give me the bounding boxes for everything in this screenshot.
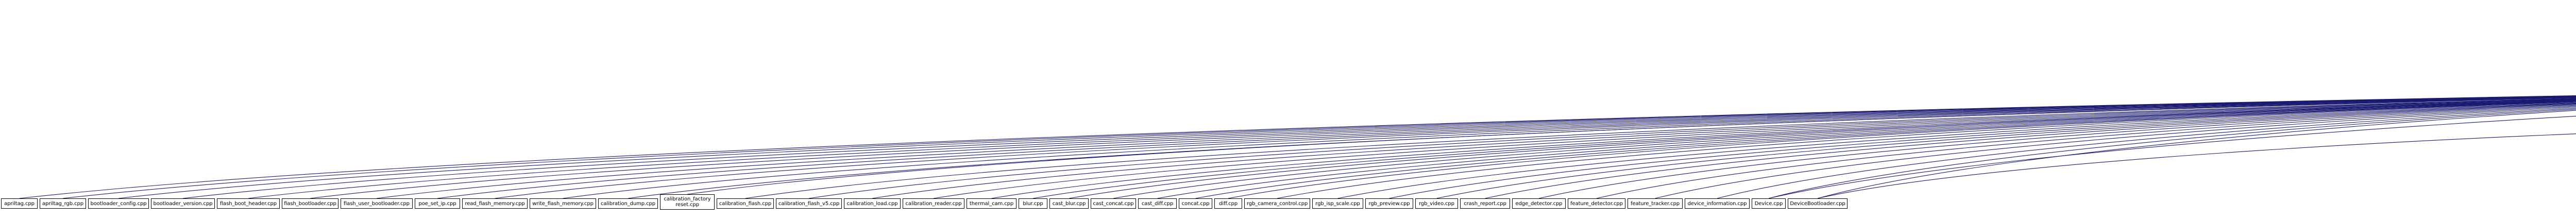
graph-node[interactable]: crash_report.cpp: [1460, 198, 1510, 209]
graph-node[interactable]: cast_blur.cpp: [1049, 198, 1089, 209]
graph-node[interactable]: edge_detector.cpp: [1512, 198, 1566, 209]
graph-edge: [1538, 105, 2576, 199]
graph-edge: [1157, 100, 2576, 199]
graph-node[interactable]: calibration_reader.cpp: [903, 198, 964, 209]
graph-edge: [1717, 108, 2576, 199]
graph-node[interactable]: concat.cpp: [1179, 198, 1212, 209]
graph-node[interactable]: feature_tracker.cpp: [1628, 198, 1683, 209]
graph-node[interactable]: bootloader_version.cpp: [151, 198, 215, 209]
graph-edge: [1389, 103, 2576, 199]
graph-node[interactable]: bootloader_config.cpp: [88, 198, 149, 209]
graph-node[interactable]: calibration_factory reset.cpp: [660, 194, 715, 210]
graph-edge: [310, 96, 2576, 199]
graph-edge: [437, 96, 2576, 199]
graph-node[interactable]: poe_set_ip.cpp: [415, 198, 460, 209]
graph-edge: [1655, 107, 2576, 199]
graph-edge: [376, 96, 2576, 199]
graph-node[interactable]: read_flash_memory.cpp: [462, 198, 528, 209]
graph-edge: [872, 98, 2576, 199]
graph-edge: [1277, 102, 2576, 199]
graph-node[interactable]: blur.cpp: [1019, 198, 1047, 209]
graph-node[interactable]: flash_bootloader.cpp: [282, 198, 338, 209]
graph-edge: [933, 99, 2576, 199]
graph-edge: [991, 99, 2576, 199]
graph-node[interactable]: device_information.cpp: [1685, 198, 1750, 209]
graph-node[interactable]: feature_detector.cpp: [1568, 198, 1625, 209]
graph-node[interactable]: apriltag.cpp: [1, 198, 38, 209]
graph-edge: [1768, 109, 2576, 199]
graph-edge: [1768, 115, 2576, 199]
graph-edge: [1436, 103, 2576, 199]
graph-edge: [495, 97, 2576, 199]
graph-edge: [1817, 133, 2576, 199]
graph-node[interactable]: flash_boot_header.cpp: [217, 198, 280, 209]
graph-edge: [1195, 101, 2576, 199]
graph-edge: [1228, 101, 2576, 199]
graph-node[interactable]: thermal_cam.cpp: [967, 198, 1016, 209]
graph-edge: [182, 96, 2576, 199]
graph-edge: [1113, 100, 2576, 199]
graph-node[interactable]: DeviceBootloader.cpp: [1788, 198, 1848, 209]
graph-edge: [563, 97, 2576, 199]
graph-node[interactable]: diff.cpp: [1214, 198, 1242, 209]
graph-edge: [808, 98, 2576, 199]
graph-node[interactable]: calibration_load.cpp: [844, 198, 901, 209]
graph-edge: [1596, 106, 2576, 199]
graph-edge: [687, 97, 2576, 195]
graph-node[interactable]: calibration_flash_v5.cpp: [776, 198, 842, 209]
graph-node[interactable]: calibration_dump.cpp: [598, 198, 658, 209]
graph-edge: [62, 95, 2576, 199]
graph-edge: [1032, 99, 2576, 199]
graph-node[interactable]: cast_concat.cpp: [1091, 198, 1136, 209]
graph-node[interactable]: rgb_video.cpp: [1415, 198, 1458, 209]
graph-edge: [745, 98, 2576, 199]
graph-node[interactable]: write_flash_memory.cpp: [530, 198, 596, 209]
graph-node[interactable]: rgb_preview.cpp: [1365, 198, 1413, 209]
graph-node[interactable]: flash_user_bootloader.cpp: [341, 198, 413, 209]
graph-node[interactable]: calibration_flash.cpp: [717, 198, 774, 209]
graph-edge: [1817, 110, 2576, 199]
graph-edge: [1337, 102, 2576, 199]
graph-node[interactable]: rgb_camera_control.cpp: [1244, 198, 1310, 209]
graph-edge: [248, 96, 2576, 199]
graph-node[interactable]: apriltag_rgb.cpp: [40, 198, 86, 209]
graph-edge: [1069, 100, 2576, 199]
graph-node[interactable]: cast_diff.cpp: [1138, 198, 1177, 209]
graph-edge: [1485, 104, 2576, 199]
graph-edge: [19, 95, 2576, 199]
graph-node[interactable]: rgb_isp_scale.cpp: [1312, 198, 1363, 209]
graph-edge: [118, 95, 2576, 199]
graph-node[interactable]: Device.cpp: [1752, 198, 1786, 209]
